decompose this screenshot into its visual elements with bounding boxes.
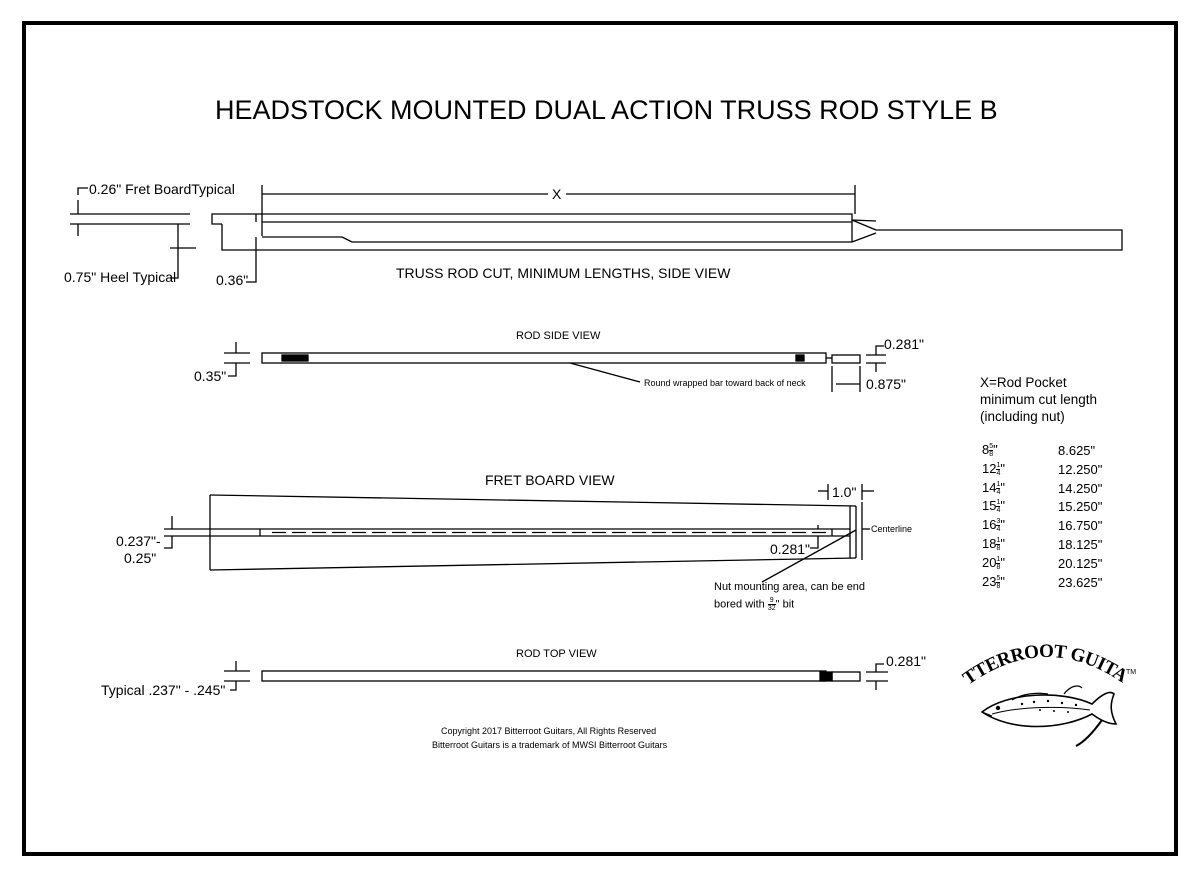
rod-top-view-drawing <box>224 661 888 691</box>
dimension-10-label: 1.0" <box>832 484 857 500</box>
length-decimal: 14.250" <box>1058 480 1103 496</box>
rod-top-view-caption: ROD TOP VIEW <box>516 648 597 660</box>
round-wrapped-bar-note: Round wrapped bar toward back of neck <box>644 378 806 388</box>
fretboard-typical-label: 0.26" Fret BoardTypical <box>89 181 235 197</box>
x-dimension-label: X <box>552 186 562 202</box>
copyright-line1: Copyright 2017 Bitterroot Guitars, All R… <box>441 726 657 736</box>
rod-side-view-drawing <box>224 342 886 392</box>
dimension-025-label: 0.25" <box>124 550 157 566</box>
svg-text:BITTERROOT GUITARS: BITTERROOT GUITARS <box>952 634 1132 689</box>
legend-line1: X=Rod Pocket <box>980 375 1067 390</box>
page-title: HEADSTOCK MOUNTED DUAL ACTION TRUSS ROD … <box>215 95 998 125</box>
length-decimal: 12.250" <box>1058 461 1103 477</box>
dimension-035-label: 0.35" <box>194 368 227 384</box>
side-view-drawing <box>70 185 1123 283</box>
page-border <box>22 21 1178 856</box>
dimension-0237-label: 0.237"- <box>116 533 161 549</box>
copyright-line2: Bitterroot Guitars is a trademark of MWS… <box>432 740 668 750</box>
legend-line2: minimum cut length <box>980 392 1098 407</box>
length-decimal: 18.125" <box>1058 537 1103 552</box>
dimension-036-label: 0.36" <box>216 272 249 288</box>
typical-width-label: Typical .237" - .245" <box>101 682 226 698</box>
length-decimal: 8.625" <box>1058 443 1096 458</box>
nut-mounting-note-line1: Nut mounting area, can be end <box>714 581 866 593</box>
rod-side-view-caption: ROD SIDE VIEW <box>516 330 601 342</box>
bitterroot-logo: BITTERROOT GUITARS TM <box>945 618 1146 752</box>
legend-line3: (including nut) <box>980 409 1065 424</box>
dimension-0875-label: 0.875" <box>866 376 907 392</box>
centerline-label: Centerline <box>871 524 913 534</box>
length-decimal: 23.625" <box>1058 574 1103 590</box>
dimension-0281-fretboard-label: 0.281" <box>770 541 811 557</box>
heel-typical-label: 0.75" Heel Typical <box>64 269 177 285</box>
length-decimal: 20.125" <box>1058 555 1103 571</box>
logo-text: BITTERROOT GUITARS <box>945 618 1132 689</box>
logo-tm: TM <box>1126 669 1136 676</box>
dimension-0281-rod-side-label: 0.281" <box>884 336 925 352</box>
length-decimal: 16.750" <box>1058 518 1103 534</box>
trout-fish-logo-icon: BITTERROOT GUITARS TM <box>945 618 1136 747</box>
fret-board-view-drawing <box>164 484 874 583</box>
dimension-0281-rod-top-label: 0.281" <box>886 653 927 669</box>
fret-board-view-caption: FRET BOARD VIEW <box>485 472 615 488</box>
side-view-caption: TRUSS ROD CUT, MINIMUM LENGTHS, SIDE VIE… <box>396 265 731 281</box>
length-decimal: 15.250" <box>1058 499 1103 515</box>
